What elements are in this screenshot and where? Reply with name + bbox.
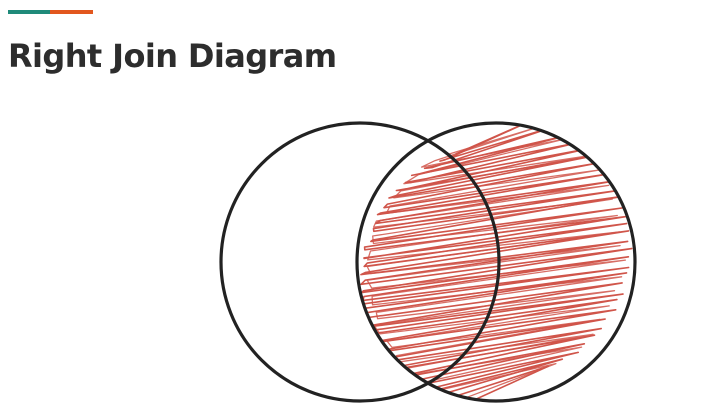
- accent-bar-orange: [50, 10, 93, 14]
- page-title: Right Join Diagram: [8, 37, 337, 75]
- left-set-circle: [219, 121, 501, 403]
- accent-bar: [8, 10, 93, 14]
- right-set-circle: [355, 121, 637, 403]
- accent-bar-teal: [8, 10, 50, 14]
